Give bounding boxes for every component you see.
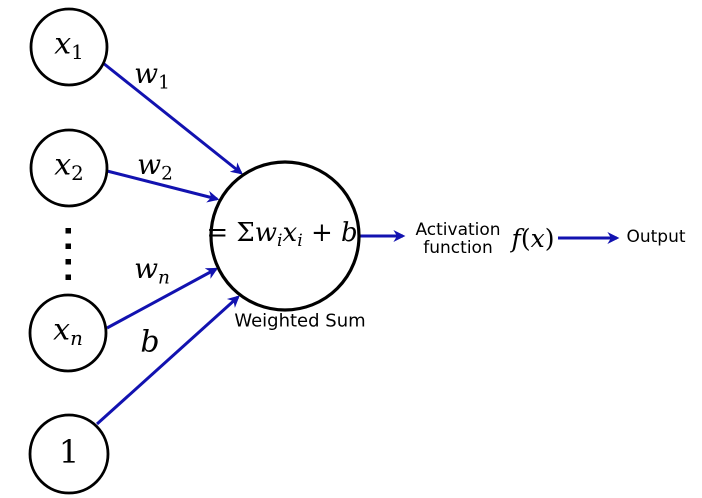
node-label-bias: 1 bbox=[58, 433, 80, 472]
activation-line2: function bbox=[423, 238, 493, 258]
edge-wn bbox=[106, 267, 219, 330]
node-x1 bbox=[29, 7, 109, 87]
edge-label-b: b bbox=[140, 324, 160, 360]
vertical-ellipsis-icon bbox=[65, 228, 71, 280]
edge-label-w1: w1 bbox=[134, 57, 170, 94]
weighted-sum-formula: = Σwixi + b bbox=[206, 218, 358, 251]
node-label-x2: x2 bbox=[54, 147, 84, 185]
activation-function-label: Activation function bbox=[415, 220, 501, 258]
edge-label-w2: w2 bbox=[137, 148, 173, 185]
node-xn bbox=[28, 293, 108, 373]
edge-w2 bbox=[106, 169, 220, 203]
node-x2 bbox=[29, 128, 109, 208]
edge-bias bbox=[95, 295, 240, 426]
edge-w1 bbox=[102, 61, 243, 175]
edge-label-wn: wn bbox=[134, 252, 170, 289]
node-label-xn: xn bbox=[53, 312, 83, 350]
node-weighted-sum bbox=[209, 160, 361, 312]
weighted-sum-caption: Weighted Sum bbox=[234, 310, 366, 332]
activation-line1: Activation bbox=[415, 220, 501, 241]
node-bias bbox=[28, 413, 110, 495]
output-label: Output bbox=[626, 227, 686, 248]
node-label-x1: x1 bbox=[54, 26, 84, 64]
fx-label: f(x) bbox=[511, 223, 555, 253]
